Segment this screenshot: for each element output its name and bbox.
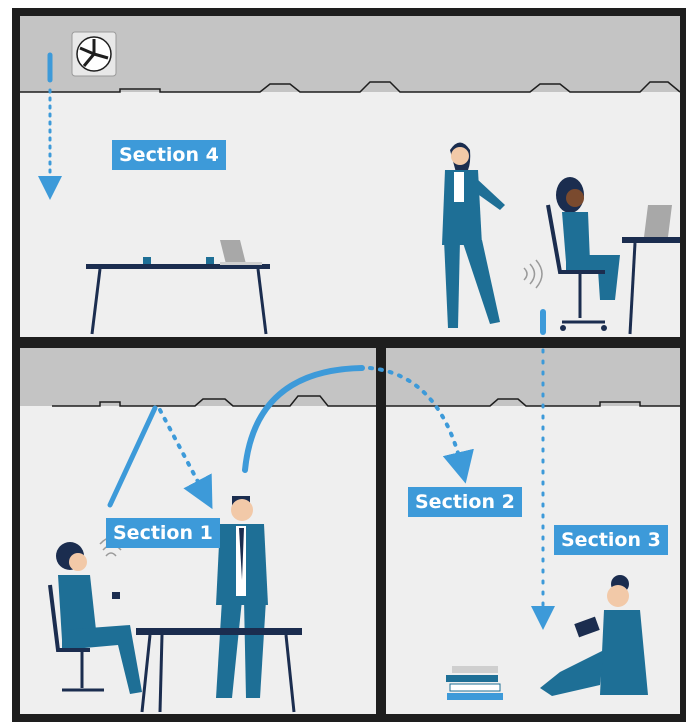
partition-wall (376, 348, 386, 722)
section-3-label: Section 3 (554, 525, 668, 555)
standing-man-figure (216, 496, 268, 698)
ventilation-fan-icon (71, 31, 117, 77)
coffee-cup-icon (143, 257, 214, 264)
laptop-icon (220, 240, 262, 265)
floor-slab (20, 337, 680, 348)
ceiling-left (20, 348, 376, 406)
noise-waves-icon (523, 259, 543, 289)
standing-woman-figure (442, 142, 505, 328)
seated-woman-laptop-figure (546, 177, 680, 335)
ceiling-fixtures-left (52, 395, 376, 407)
reading-woman-figure (540, 575, 648, 696)
ceiling-top (20, 16, 680, 92)
book-stack-icon (446, 666, 503, 700)
sound-path-arrow-icon (158, 408, 213, 510)
seated-woman-coffee-figure (48, 542, 142, 694)
meeting-table-bottom (136, 628, 302, 713)
ceiling-right (384, 348, 680, 406)
section-2-label: Section 2 (408, 487, 522, 517)
ceiling-fixtures-top (20, 81, 681, 93)
ceiling-fixtures-right (386, 398, 680, 407)
section-1-label: Section 1 (106, 518, 220, 548)
sound-direct-line (107, 405, 158, 508)
meeting-table-top (86, 264, 270, 335)
section-4-label: Section 4 (112, 140, 226, 170)
sound-flanking-arc (242, 365, 365, 473)
